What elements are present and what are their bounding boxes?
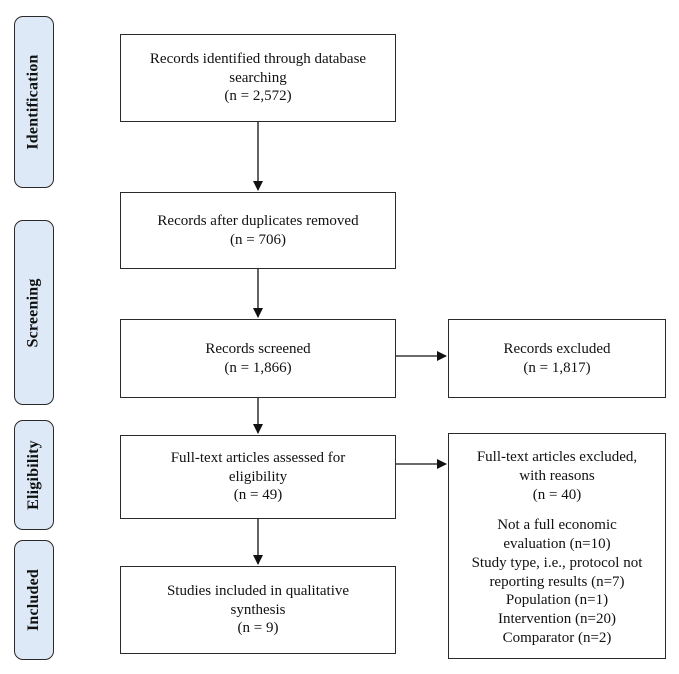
box-text: Records screened bbox=[205, 340, 311, 357]
box-fulltext-assessed: Full-text articles assessed for eligibil… bbox=[120, 435, 396, 519]
box-text: eligibility bbox=[228, 468, 288, 485]
box-records-identified: Records identified through database sear… bbox=[120, 34, 396, 122]
box-text: searching bbox=[229, 69, 287, 86]
exclusion-reason: Population (n=1) bbox=[505, 592, 609, 609]
exclusion-reason: Not a full economic bbox=[497, 517, 617, 534]
box-text: with reasons bbox=[519, 467, 595, 484]
box-text: Records excluded bbox=[503, 340, 611, 357]
box-text: Studies included in qualitative bbox=[166, 582, 350, 599]
box-count: (n = 49) bbox=[233, 487, 283, 504]
exclusion-reason: Intervention (n=20) bbox=[497, 611, 616, 627]
exclusion-reasons: Not a full economic evaluation (n=10) St… bbox=[472, 516, 643, 647]
phase-eligibility: Eligibility bbox=[14, 420, 54, 530]
phase-screening: Screening bbox=[14, 220, 54, 405]
box-text: synthesis bbox=[230, 601, 286, 618]
phase-label-identification: Identification bbox=[25, 54, 42, 150]
box-count: (n = 2,572) bbox=[224, 88, 292, 105]
box-count: (n = 706) bbox=[230, 231, 286, 248]
box-text: Records identified through database bbox=[149, 50, 367, 67]
box-records-screened: Records screened (n = 1,866) bbox=[120, 319, 396, 398]
phase-label-eligibility: Eligibility bbox=[25, 440, 42, 510]
box-text: Records after duplicates removed bbox=[157, 212, 359, 229]
exclusion-reason: Comparator (n=2) bbox=[502, 629, 612, 646]
exclusion-reason: evaluation (n=10) bbox=[503, 536, 611, 552]
phase-identification: Identification bbox=[14, 16, 54, 188]
box-text: Full-text articles assessed for bbox=[170, 449, 346, 466]
box-count: (n = 40) bbox=[532, 486, 582, 503]
box-text: Full-text articles excluded, bbox=[476, 449, 638, 465]
box-records-after-duplicates: Records after duplicates removed (n = 70… bbox=[120, 192, 396, 269]
phase-included: Included bbox=[14, 540, 54, 660]
box-records-excluded: Records excluded (n = 1,817) bbox=[448, 319, 666, 398]
box-count: (n = 1,817) bbox=[523, 359, 591, 376]
exclusion-reason: reporting results (n=7) bbox=[489, 573, 625, 590]
box-count: (n = 9) bbox=[237, 620, 279, 637]
exclusion-reason: Study type, i.e., protocol not bbox=[471, 554, 643, 571]
box-fulltext-excluded: Full-text articles excluded, with reason… bbox=[448, 433, 666, 659]
phase-label-included: Included bbox=[25, 568, 43, 632]
phase-label-screening: Screening bbox=[25, 277, 42, 348]
box-count: (n = 1,866) bbox=[224, 359, 292, 376]
box-studies-included: Studies included in qualitative synthesi… bbox=[120, 566, 396, 654]
